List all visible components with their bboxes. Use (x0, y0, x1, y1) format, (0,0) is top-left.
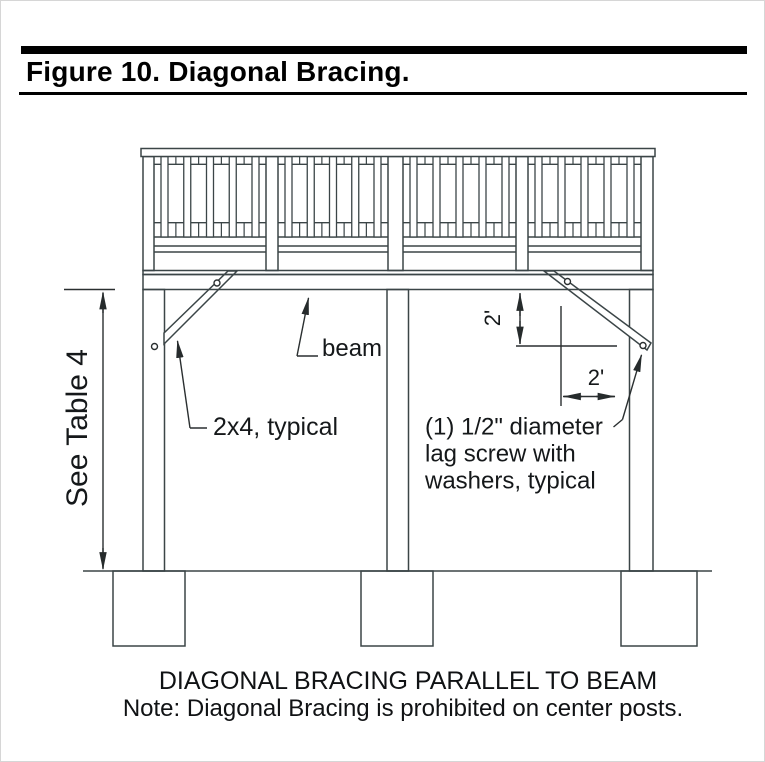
label-dim-vertical: 2' (480, 310, 505, 326)
baluster (228, 155, 237, 238)
baluster (351, 155, 360, 238)
lag-screw (150, 342, 159, 351)
railing-post (515, 155, 529, 272)
footings (112, 570, 698, 647)
lag-leader-arrow (621, 353, 643, 420)
support-post-center (386, 288, 410, 572)
railing-cap (140, 147, 656, 158)
footing-left (112, 570, 186, 647)
lag-screw (639, 341, 647, 350)
figure-title: Figure 10. Diagonal Bracing. (26, 56, 410, 87)
dim-2ft-vertical: 2' (480, 292, 617, 347)
railing-post (640, 155, 654, 272)
baluster (603, 155, 612, 238)
label-lag-line3: washers, typical (424, 468, 596, 495)
label-lag-line2: lag screw with (425, 441, 576, 468)
baluster (534, 155, 543, 238)
label-beam: beam (322, 335, 382, 362)
baluster (409, 155, 418, 238)
footing-center (360, 570, 434, 647)
label-see-table-4: See Table 4 (61, 349, 94, 507)
lag-screw (563, 277, 572, 286)
baluster (251, 155, 260, 238)
railing-post (265, 155, 279, 272)
railing-posts (142, 155, 654, 272)
lag-screw (213, 279, 221, 287)
baluster (160, 155, 169, 238)
label-dim-horizontal: 2' (588, 365, 604, 390)
lag-screw-callout: (1) 1/2" diameter lag screw with washers… (424, 353, 643, 495)
diagonal-brace-left (163, 270, 239, 346)
dim-2ft-horizontal: 2' (560, 306, 616, 406)
beam-band (142, 273, 654, 291)
footing-right (620, 570, 698, 647)
baluster (432, 155, 441, 238)
baluster (557, 155, 566, 238)
header-top-rule (21, 46, 747, 54)
baluster (328, 155, 338, 238)
railing-post (387, 155, 404, 272)
label-lag-line1: (1) 1/2" diameter (425, 414, 603, 441)
baluster (478, 155, 487, 238)
baluster (373, 155, 382, 238)
baluster (284, 155, 293, 238)
baluster (580, 155, 589, 238)
railing-post (142, 155, 155, 272)
beam-leader-arrow (296, 296, 310, 357)
dim-height-reference: See Table 4 (61, 288, 115, 571)
header-bottom-rule (19, 92, 747, 95)
baluster (501, 155, 510, 238)
brace-callout: 2x4, typical (176, 339, 338, 441)
lag-screws (150, 277, 647, 351)
baluster (183, 155, 192, 238)
baluster (205, 155, 215, 238)
figure-caption: DIAGONAL BRACING PARALLEL TO BEAM (159, 667, 657, 695)
baluster (626, 155, 635, 238)
figure-note: Note: Diagonal Bracing is prohibited on … (123, 695, 683, 722)
baluster (455, 155, 464, 238)
beam-callout: beam (296, 296, 382, 362)
baluster (306, 155, 315, 238)
label-2x4-typical: 2x4, typical (213, 413, 338, 441)
support-post-left (142, 288, 166, 572)
brace-leader-arrow (176, 339, 191, 429)
